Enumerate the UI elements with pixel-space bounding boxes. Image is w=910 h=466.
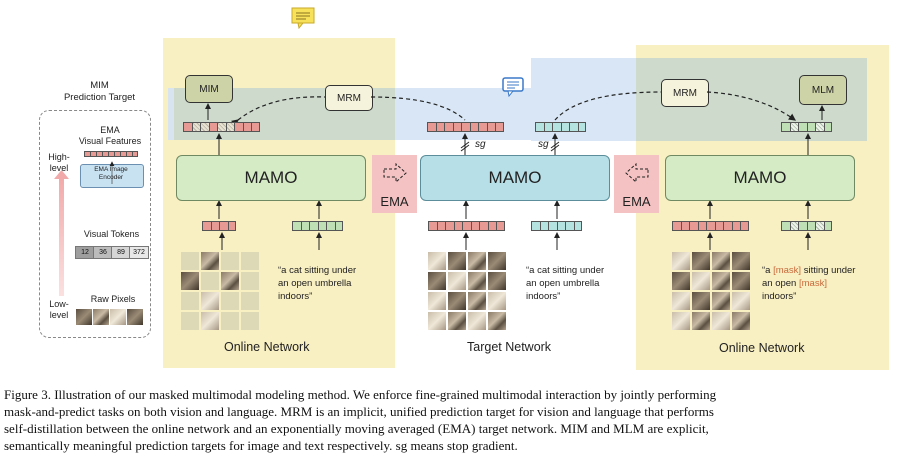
visual-token: 89: [111, 246, 131, 259]
connections: [109, 91, 825, 250]
right-text-input-tokens: [781, 221, 832, 231]
right-image-input-tokens: [672, 221, 749, 231]
comment-icon[interactable]: [291, 7, 315, 29]
center-caption-text: “a cat sitting under an open umbrella in…: [526, 265, 605, 302]
figure-caption-line-2: mask-and-predict tasks on both vision an…: [4, 404, 714, 419]
visual-token: 372: [129, 246, 149, 259]
figure-caption-line-3: self-distillation between the online net…: [4, 421, 709, 436]
mlm-head: MLM: [799, 75, 847, 105]
center-text-input-tokens: [531, 221, 582, 231]
ema-visual-features-label: EMA Visual Features: [78, 125, 142, 146]
ema-right-block: EMA: [614, 155, 659, 213]
mrm-head-left: MRM: [325, 85, 373, 111]
left-masked-image: [181, 252, 259, 330]
right-output-tokens: [781, 122, 832, 132]
center-network-label: Target Network: [467, 340, 552, 354]
ema-feature-tokens: [84, 151, 138, 157]
high-level-label: High- level: [48, 152, 70, 173]
left-caption-text: “a cat sitting under an open umbrella in…: [278, 265, 357, 302]
center-output-tokens: [427, 122, 504, 132]
center-mamo-encoder: MAMO: [420, 155, 610, 201]
raw-pixels-label: Raw Pixels: [90, 294, 136, 304]
center-image: [428, 252, 506, 330]
raw-pixels-image: [76, 309, 143, 325]
left-mamo-encoder: MAMO: [176, 155, 366, 201]
sg-left: sg: [475, 139, 486, 150]
arrow-right-icon: [383, 163, 407, 183]
level-arrow: [59, 176, 64, 296]
sg-right: sg: [538, 139, 549, 150]
right-caption-text: “a [mask] sitting under an open [mask] i…: [762, 265, 856, 302]
left-text-input-tokens: [292, 221, 343, 231]
mrm-head-right: MRM: [661, 79, 709, 107]
figure-caption-line-4: semantically meaningful prediction targe…: [4, 438, 518, 453]
center-text-output-tokens: [535, 122, 586, 132]
level-arrow-head: [54, 170, 69, 179]
right-network-label: Online Network: [719, 341, 805, 355]
left-image-input-tokens: [202, 221, 236, 231]
right-mamo-encoder: MAMO: [665, 155, 855, 201]
mim-target-title: MIM Prediction Target: [63, 80, 136, 103]
ema-left-block: EMA: [372, 155, 417, 213]
ema-right-label: EMA: [622, 194, 651, 209]
center-image-input-tokens: [428, 221, 505, 231]
visual-tokens-label: Visual Tokens: [83, 229, 140, 239]
arrow-left-icon: [624, 163, 648, 183]
ema-image-encoder-label: EMA Image Encoder: [94, 166, 128, 181]
right-image: [672, 252, 750, 330]
mim-head: MIM: [185, 75, 233, 103]
mim-target-box: [39, 110, 151, 338]
ema-left-label: EMA: [380, 194, 409, 209]
comment-icon[interactable]: [502, 77, 524, 97]
left-output-tokens: [183, 122, 260, 132]
left-network-label: Online Network: [224, 340, 310, 354]
figure-caption-line-1: Figure 3. Illustration of our masked mul…: [4, 387, 717, 402]
low-level-label: Low- level: [49, 299, 69, 320]
